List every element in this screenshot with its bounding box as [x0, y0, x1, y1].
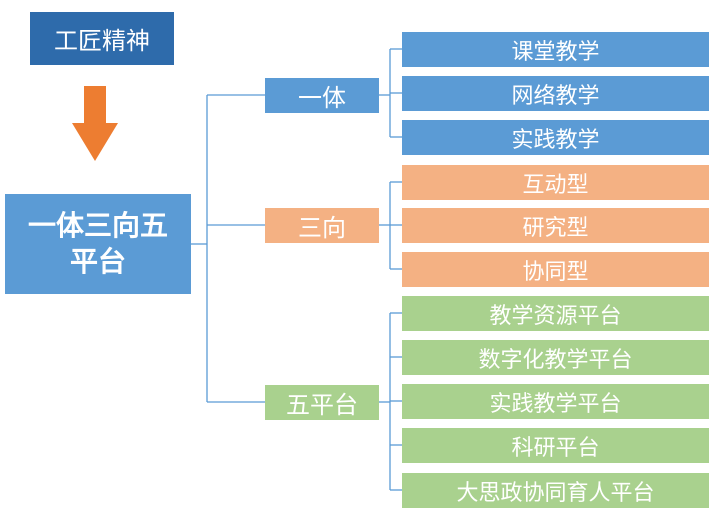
branch-node-wupingtai: 五平台 — [265, 385, 379, 420]
leaf-label: 大思政协同育人平台 — [456, 480, 655, 506]
title-label: 工匠精神 — [54, 27, 150, 55]
leaf-node: 实践教学平台 — [402, 384, 709, 419]
down-arrow-shaft — [84, 86, 106, 124]
down-arrow-icon — [72, 123, 118, 161]
branch-label: 五平台 — [286, 391, 358, 419]
leaf-label: 课堂教学 — [511, 39, 600, 65]
leaf-node: 研究型 — [402, 208, 709, 243]
leaf-node: 大思政协同育人平台 — [402, 473, 709, 508]
branch-label: 三向 — [298, 214, 346, 242]
leaf-node: 科研平台 — [402, 428, 709, 463]
leaf-label: 实践教学 — [511, 127, 600, 153]
leaf-label: 网络教学 — [511, 83, 600, 109]
leaf-node: 教学资源平台 — [402, 296, 709, 331]
leaf-label: 教学资源平台 — [489, 303, 622, 329]
leaf-label: 科研平台 — [511, 435, 600, 461]
branch-label: 一体 — [298, 84, 346, 112]
root-node: 一体三向五平台 — [5, 194, 191, 294]
leaf-node: 课堂教学 — [402, 32, 709, 67]
leaf-label: 实践教学平台 — [489, 391, 622, 417]
branch-node-sanxiang: 三向 — [265, 208, 379, 243]
leaf-node: 互动型 — [402, 165, 709, 200]
leaf-label: 协同型 — [522, 259, 589, 285]
title-box: 工匠精神 — [30, 12, 174, 65]
leaf-label: 研究型 — [522, 215, 589, 241]
leaf-node: 协同型 — [402, 252, 709, 287]
leaf-label: 互动型 — [522, 172, 589, 198]
leaf-node: 数字化教学平台 — [402, 340, 709, 375]
leaf-label: 数字化教学平台 — [478, 347, 633, 373]
leaf-node: 实践教学 — [402, 120, 709, 155]
branch-node-yiti: 一体 — [265, 78, 379, 113]
leaf-node: 网络教学 — [402, 76, 709, 111]
root-label: 一体三向五平台 — [27, 208, 168, 278]
